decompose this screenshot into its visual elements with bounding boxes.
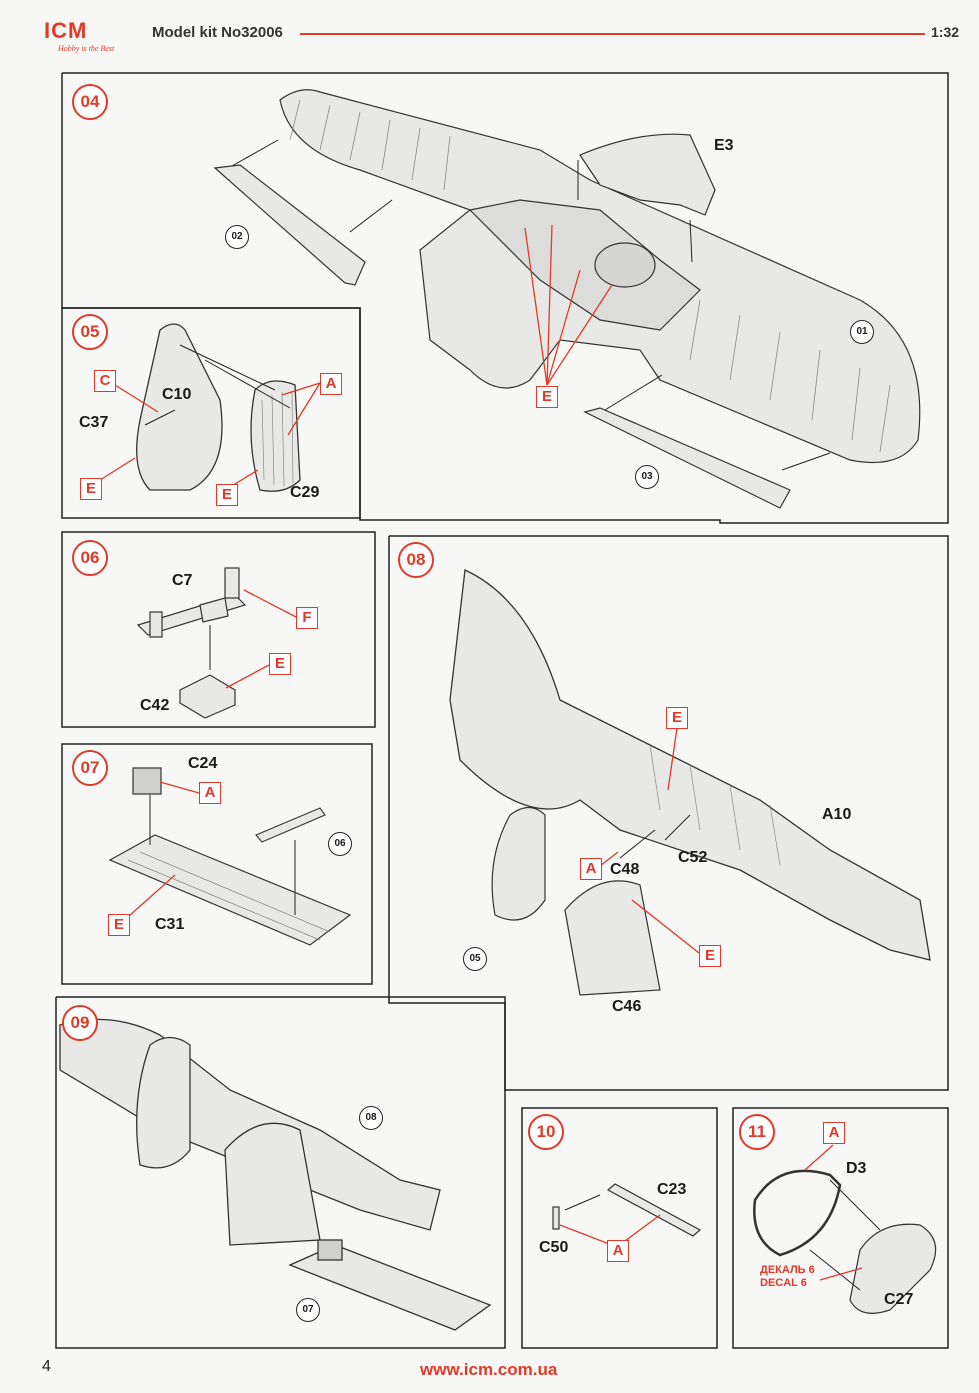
- part-label-c27: C27: [884, 1291, 914, 1308]
- material-e-step08-b: E: [699, 945, 721, 967]
- material-e-step04: E: [536, 386, 558, 408]
- ref-08: 08: [359, 1106, 383, 1130]
- step08-arrows: [619, 814, 691, 859]
- ref-06-assembly: [255, 807, 326, 843]
- kit-title: Model kit No32006: [152, 24, 283, 41]
- decal-label: ДЕКАЛЬ 6 DECAL 6: [760, 1264, 815, 1290]
- material-e-step05-b: E: [216, 484, 238, 506]
- part-label-c52: C52: [678, 849, 708, 866]
- step-04-badge: 04: [72, 84, 108, 120]
- step05-arrows: [144, 344, 291, 426]
- part-c7-shape: [136, 567, 247, 638]
- part-label-a10: A10: [822, 806, 852, 823]
- ref-06: 06: [328, 832, 352, 856]
- wing-rib-lines: [289, 99, 891, 453]
- frame-step-10: [521, 1107, 718, 1349]
- fuselage-lines: [649, 744, 781, 866]
- seat-lines: [261, 391, 294, 487]
- ref-05-seat: [491, 806, 546, 921]
- step05-leaders: [99, 382, 321, 488]
- scale-label: 1:32: [931, 24, 960, 40]
- material-a-step05: A: [320, 373, 342, 395]
- material-e-step07: E: [108, 914, 130, 936]
- page-header: ICM Hobby is the Best Model kit No32006 …: [0, 0, 979, 60]
- floor-lines: [127, 851, 331, 941]
- material-a-step11: A: [823, 1122, 845, 1144]
- part-e3-shape: [579, 133, 716, 216]
- step09-assembly: [59, 1018, 492, 1331]
- frame-step-11: [732, 1107, 949, 1349]
- material-a-step08: A: [580, 858, 602, 880]
- logo-text: ICM: [44, 18, 88, 43]
- step10-parts: [552, 1183, 702, 1237]
- material-c-step05: C: [94, 370, 116, 392]
- material-a-step10: A: [607, 1240, 629, 1262]
- material-e-step08-a: E: [666, 707, 688, 729]
- part-label-c31: C31: [155, 916, 185, 933]
- material-f-step06: F: [296, 607, 318, 629]
- step06-leaders: [225, 589, 297, 689]
- part-c37-frame: [136, 323, 223, 491]
- part-label-c46: C46: [612, 998, 642, 1015]
- decal-label-en: DECAL 6: [760, 1277, 807, 1289]
- step-11-badge: 11: [739, 1114, 775, 1150]
- ref-01: 01: [850, 320, 874, 344]
- part-label-c24: C24: [188, 755, 218, 772]
- part-label-d3: D3: [846, 1160, 867, 1177]
- part-label-c7: C7: [172, 572, 193, 589]
- part-c27-plate: [849, 1223, 937, 1314]
- ref-05: 05: [463, 947, 487, 971]
- step11-arrows: [809, 1179, 881, 1291]
- wing-drawing: [279, 89, 921, 464]
- step08-leaders: [599, 727, 700, 954]
- material-e-step05-a: E: [80, 478, 102, 500]
- frame-step-05: [61, 307, 361, 519]
- step07-leaders: [128, 781, 200, 917]
- part-03-flap: [583, 407, 791, 509]
- part-c46-frame: [564, 880, 661, 996]
- part-label-c50: C50: [539, 1239, 569, 1256]
- material-a-step07: A: [199, 782, 221, 804]
- part-02-flap: [213, 164, 366, 286]
- step11-leaders: [804, 1144, 863, 1281]
- part-label-c29: C29: [290, 484, 320, 501]
- ref-02: 02: [225, 225, 249, 249]
- step10-arrow: [564, 1194, 601, 1211]
- material-e-step06: E: [269, 653, 291, 675]
- part-c24-box: [132, 767, 162, 795]
- frame-step-07: [61, 743, 373, 985]
- part-d3-frame: [753, 1169, 842, 1257]
- part-label-c48: C48: [610, 861, 640, 878]
- ref-03: 03: [635, 465, 659, 489]
- part-c42-shape: [179, 674, 236, 719]
- step-05-badge: 05: [72, 314, 108, 350]
- step-08-badge: 08: [398, 542, 434, 578]
- page-number: 4: [42, 1358, 51, 1375]
- step04-arrows: [231, 139, 831, 471]
- step-06-badge: 06: [72, 540, 108, 576]
- step07-arrows: [149, 795, 296, 915]
- decal-label-ru: ДЕКАЛЬ 6: [760, 1264, 815, 1276]
- step-07-badge: 07: [72, 750, 108, 786]
- step04-leaders: [524, 224, 613, 386]
- footer-url[interactable]: www.icm.com.ua: [420, 1360, 558, 1379]
- frame-step-09: [55, 996, 506, 1349]
- part-label-e3: E3: [714, 137, 734, 154]
- part-label-c37: C37: [79, 414, 109, 431]
- ref-07: 07: [296, 1298, 320, 1322]
- logo-tagline: Hobby is the Best: [58, 44, 115, 53]
- frame-step-06: [61, 531, 376, 728]
- part-label-c23: C23: [657, 1181, 687, 1198]
- part-label-c10: C10: [162, 386, 192, 403]
- step-09-badge: 09: [62, 1005, 98, 1041]
- header-divider: [300, 33, 925, 35]
- step-10-badge: 10: [528, 1114, 564, 1150]
- icm-logo: ICM Hobby is the Best: [44, 18, 140, 58]
- part-label-c42: C42: [140, 697, 170, 714]
